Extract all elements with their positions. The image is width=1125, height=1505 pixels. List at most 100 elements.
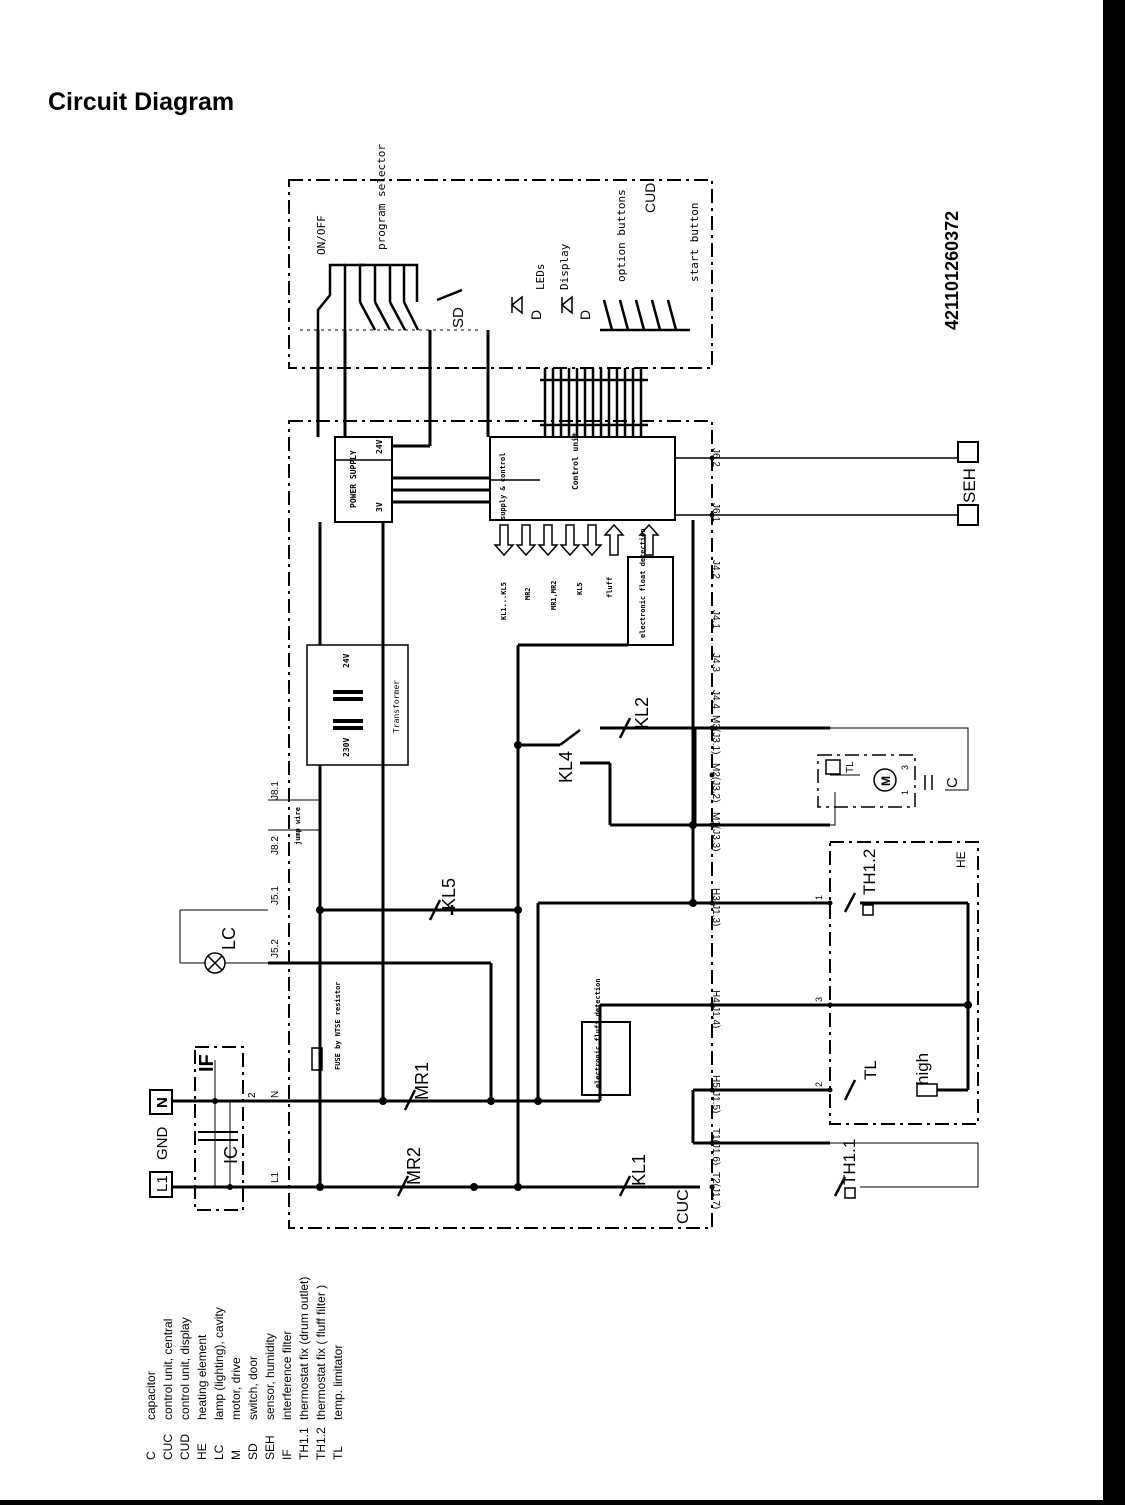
cud-enclosure [288,179,713,369]
legend-desc: motor, drive [229,1357,243,1420]
supply-control-label: supply & control [499,453,507,520]
ps-24v-label: 24V [375,439,384,454]
leds-label: LEDs [534,264,547,291]
control-unit-label: Control unit [570,432,580,490]
c-label: C [944,777,961,788]
terminal-n-label: N [154,1097,171,1108]
high-label: high [913,1053,932,1085]
j42-label: J4.2 [710,560,721,579]
legend-code: IF [280,1449,294,1460]
legend-desc: heating element [195,1334,209,1420]
j52-label: J5.2 [270,939,281,958]
tl-small-label: TL [845,761,856,773]
ic-label: IC [221,1146,241,1164]
cuc-label: CUC [675,1189,692,1224]
motor-enclosure [817,754,916,808]
m-label: M [879,776,893,786]
jump-wire-label: jump wire [294,807,302,845]
page-title: Circuit Diagram [48,88,235,116]
junctions [212,741,972,1191]
num2-label: 2 [814,1082,824,1087]
legend-code: CUC [161,1434,175,1460]
j61-label: J6.1 [710,503,721,522]
fuse-label: FUSE by NTSE resistor [334,981,342,1070]
legend-code: CUD [178,1434,192,1460]
led-d1-label: D [528,310,544,320]
cud-label: CUD [642,183,658,213]
led-symbols [510,295,573,315]
legend-code: C [144,1451,158,1460]
fluff-detection-box [581,1021,631,1096]
n-conn-label: N [270,1091,281,1098]
motor-pin3-label: 3 [900,765,910,770]
terminal-seh-label: SEH [960,468,979,503]
transformer-box [306,644,409,766]
legend-code: TL [331,1446,345,1460]
tr-24v-label: 24V [342,653,351,668]
circuit-diagram: L1 GND N SEH IF IC CUC CUD HE POWER SUPP… [144,144,979,1460]
on-off-label: ON/OFF [315,215,328,255]
legend-code: HE [195,1443,209,1460]
thin-wires [179,727,979,1188]
num1-label: 1 [814,895,824,900]
transformer-symbol [333,690,363,730]
terminal-boxes [149,441,979,1198]
n2-conn-label: 2 [247,1092,258,1098]
cud-switches [300,263,690,332]
legend-desc: thermostat fix ( fluff filter ) [314,1285,328,1420]
t1-label: T1(J1.6) [710,1128,721,1165]
cuc-enclosure [288,420,713,1229]
legend-desc: temp. limitator [331,1345,345,1420]
m2-label: M2(J3.2) [710,763,721,802]
page: Circuit Diagram [0,0,1103,1500]
legend-desc: lamp (lighting), cavity [212,1307,226,1420]
lc-label: LC [219,927,239,950]
if-label: IF [196,1054,218,1072]
legend-desc: control unit, central [161,1319,175,1420]
h5-label: H5(J1.5) [710,1075,721,1113]
mr1-label: MR1 [412,1062,432,1100]
he-enclosure [829,841,979,1125]
led-d2-label: D [577,310,593,320]
float-detection-label: electronic float detection [639,528,647,638]
motor-pin1-label: 1 [900,790,910,795]
mr2-label: MR2 [404,1147,424,1185]
he-label: HE [954,851,968,868]
power-supply-box [334,436,393,523]
legend: C capacitor CUC control unit, central CU… [144,1277,345,1460]
th12-label: TH1.2 [860,849,879,895]
legend-desc: sensor, humidity [263,1333,277,1420]
legend-code: TH1.1 [297,1427,311,1460]
ps-3v-label: 3V [375,502,384,512]
part-number: 421101260372 [942,211,962,330]
blocks [306,436,676,1096]
j81-label: J8.1 [270,781,281,800]
l1-conn-label: L1 [270,1171,281,1183]
bus-lines [540,368,648,437]
legend-code: LC [212,1444,226,1460]
wires [168,330,970,1189]
h3-label: H3(J1.3) [710,888,721,926]
enclosures [194,179,979,1229]
j62-label: J6.2 [710,448,721,467]
fluff-detection-label: electronic fluff detection [594,978,602,1088]
j82-label: J8.2 [270,836,281,855]
kl1-label: KL1 [629,1154,649,1186]
t2-label: T2(J1.7) [710,1172,721,1209]
output-label-1: MR2 [524,587,532,600]
display-label: Display [558,243,571,290]
legend-desc: thermostat fix (drum outlet) [297,1277,311,1420]
power-supply-label: POWER SUPPLY [349,450,358,508]
output-label-3: KL5 [576,582,584,595]
output-label-2: MR1,MR2 [550,580,558,610]
connector-ticks [709,455,833,1190]
legend-code: SEH [263,1435,277,1460]
legend-code: TH1.2 [314,1427,328,1460]
fuse [311,1047,323,1071]
contacts [396,717,857,1197]
output-arrows [493,523,660,557]
lamp-symbol [204,952,226,974]
j43-label: J4.3 [710,653,721,672]
legend-desc: interference filter [280,1331,294,1420]
kl5-label: KL5 [439,878,459,910]
